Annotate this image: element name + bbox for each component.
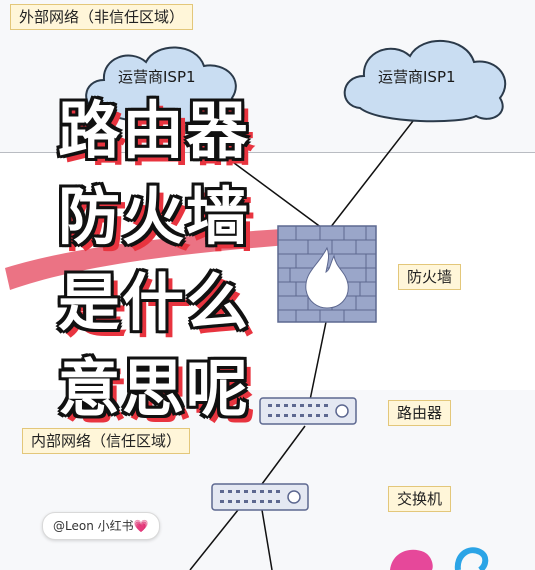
brush-stroke xyxy=(5,228,309,290)
overlay-title: 路由器 防火墙 是什么 意思呢 xyxy=(58,88,250,432)
internal-network-label: 内部网络（信任区域） xyxy=(22,428,191,454)
cloud-isp2-icon xyxy=(343,40,507,123)
flame-icon xyxy=(305,246,349,309)
title-line-3: 是什么 xyxy=(58,266,251,339)
link-isp1-firewall xyxy=(229,159,323,229)
link-router-switch xyxy=(261,425,306,485)
cloud-isp2-label: 运营商ISP1 xyxy=(378,68,456,86)
watermark-badge: @Leon 小红书💗 xyxy=(42,512,160,540)
link-isp2-firewall xyxy=(329,111,421,229)
firewall-label: 防火墙 xyxy=(398,264,462,290)
firewall-icon xyxy=(277,225,377,323)
title-line-4: 意思呢 xyxy=(58,352,251,425)
heart-icon: 💗 xyxy=(133,519,149,533)
title-line-2: 防火墙 xyxy=(58,180,251,253)
watermark-text: @Leon 小红书 xyxy=(53,519,134,533)
switch-icon xyxy=(211,483,309,511)
router-icon xyxy=(259,397,357,425)
switch-label: 交换机 xyxy=(388,486,452,512)
cloud-isp1-icon xyxy=(85,46,237,125)
link-switch-down-left xyxy=(189,509,239,570)
router-label: 路由器 xyxy=(388,400,452,426)
external-network-label: 外部网络（非信任区域） xyxy=(10,4,194,30)
title-line-1: 路由器 xyxy=(58,94,251,167)
pink-blob-decoration xyxy=(390,549,433,570)
cloud-isp1-label: 运营商ISP1 xyxy=(118,68,196,86)
blue-link-decoration xyxy=(454,547,489,570)
link-firewall-router xyxy=(309,321,327,401)
link-switch-down-right xyxy=(261,509,273,570)
